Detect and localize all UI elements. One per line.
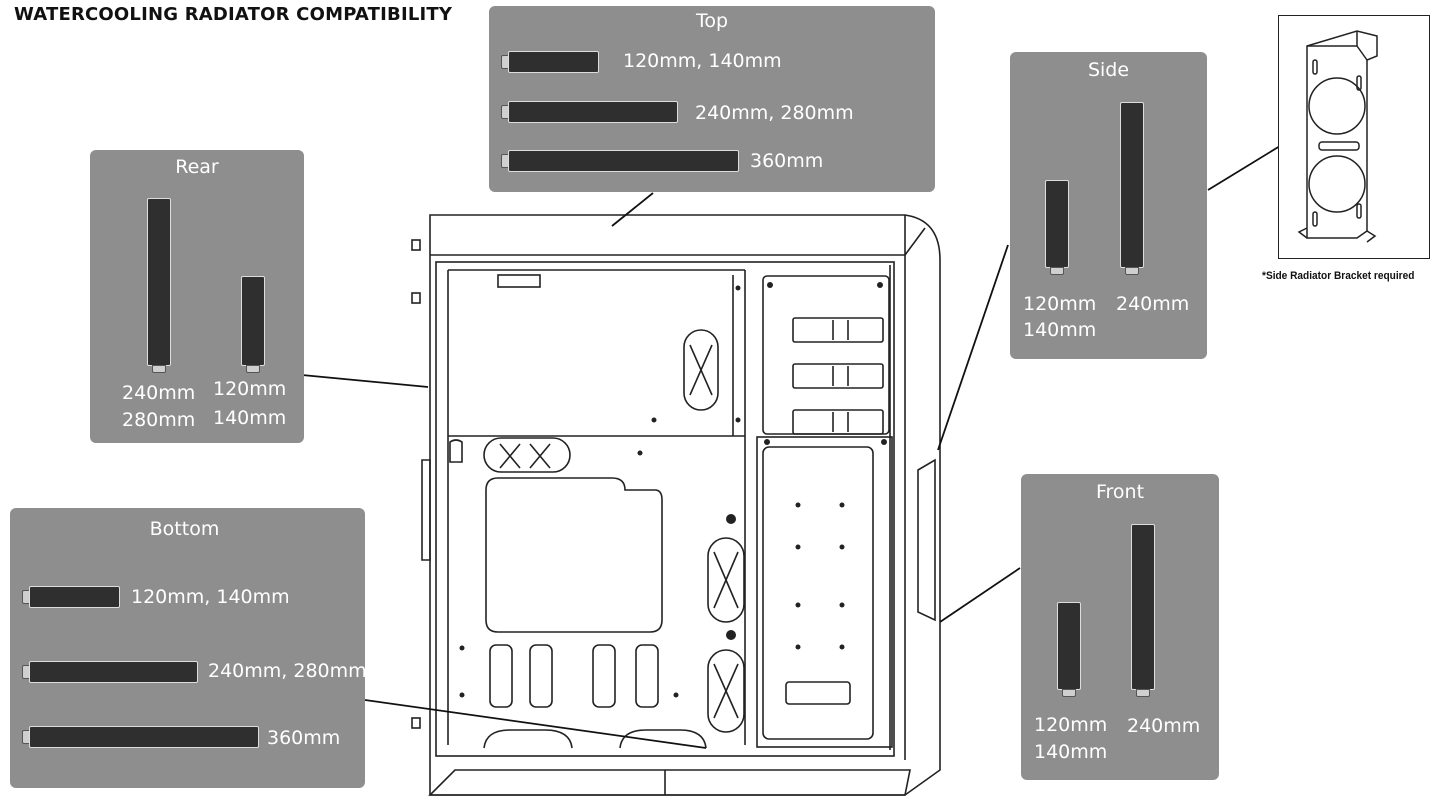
radiator-120-icon: [508, 51, 599, 73]
side-leader-line: [937, 244, 1009, 451]
front-left-label-1: 120mm: [1034, 714, 1108, 736]
front-panel: Front 120mm 140mm 240mm: [1021, 474, 1219, 780]
side-right-label-1: 240mm: [1116, 293, 1190, 315]
side-left-label-2: 140mm: [1023, 319, 1097, 341]
front-panel-title: Front: [1095, 481, 1145, 503]
radiator-360-icon: [29, 726, 259, 748]
radiator-240-icon: [508, 101, 678, 123]
top-panel-title: Top: [695, 10, 729, 32]
bottom-leader-line: [364, 699, 707, 749]
diagram-title: WATERCOOLING RADIATOR COMPATIBILITY: [14, 4, 453, 25]
top-panel: Top 120mm, 140mm 240mm, 280mm 360mm: [489, 6, 935, 192]
rear-panel-title: Rear: [175, 156, 219, 178]
radiator-240-icon: [147, 198, 171, 366]
radiator-cap: [152, 365, 166, 373]
bottom-panel-title: Bottom: [149, 518, 220, 540]
radiator-240-icon: [1131, 524, 1155, 690]
rear-left-label-2: 280mm: [122, 409, 196, 431]
radiator-cap: [1062, 689, 1076, 697]
radiator-120-icon: [1057, 602, 1081, 690]
rear-leader-line: [301, 374, 429, 388]
side-radiator-bracket-image: [1278, 15, 1430, 259]
side-panel: Side 120mm 140mm 240mm: [1010, 52, 1207, 359]
bracket-leader-line: [1207, 145, 1281, 191]
top-leader-line: [611, 192, 654, 227]
radiator-cap: [1136, 689, 1150, 697]
front-left-label-2: 140mm: [1034, 741, 1108, 763]
bracket-drawing: [1297, 30, 1378, 243]
radiator-120-icon: [29, 586, 120, 608]
radiator-240-icon: [1120, 102, 1144, 268]
bottom-row-3-label: 360mm: [267, 727, 341, 749]
bracket-note: *Side Radiator Bracket required: [1262, 270, 1415, 282]
radiator-cap: [1125, 267, 1139, 275]
bottom-panel: Bottom 120mm, 140mm 240mm, 280mm 360mm: [10, 508, 367, 788]
top-row-2-label: 240mm, 280mm: [695, 102, 854, 124]
top-row-3-label: 360mm: [750, 150, 824, 172]
radiator-240-icon: [29, 661, 198, 683]
radiator-120-icon: [1045, 180, 1069, 268]
bottom-row-1-label: 120mm, 140mm: [131, 586, 290, 608]
radiator-360-icon: [508, 150, 739, 172]
radiator-cap: [246, 365, 260, 373]
rear-right-label-2: 140mm: [213, 407, 287, 429]
radiator-120-icon: [241, 276, 265, 366]
front-right-label-1: 240mm: [1127, 715, 1201, 737]
bottom-row-2-label: 240mm, 280mm: [208, 660, 367, 682]
side-left-label-1: 120mm: [1023, 293, 1097, 315]
rear-right-label-1: 120mm: [213, 378, 287, 400]
front-leader-line: [939, 567, 1021, 623]
rear-left-label-1: 240mm: [122, 382, 196, 404]
rear-panel: Rear 240mm 280mm 120mm 140mm: [90, 150, 304, 443]
side-panel-title: Side: [1087, 59, 1130, 81]
top-row-1-label: 120mm, 140mm: [623, 50, 782, 72]
radiator-cap: [1050, 267, 1064, 275]
